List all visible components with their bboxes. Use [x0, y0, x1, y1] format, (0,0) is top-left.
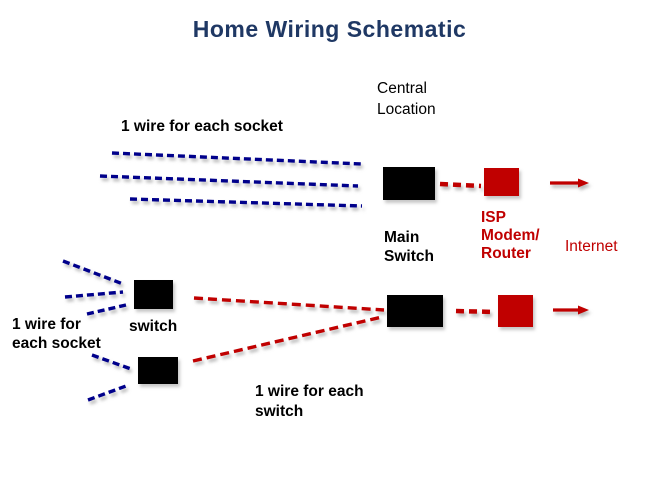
- main-to-isp-wire-top: [439, 181, 482, 189]
- isp-modem-router-label: ISP Modem/ Router: [481, 209, 540, 262]
- top-socket-wires-label: 1 wire for each socket: [121, 118, 283, 135]
- isp-modem-top-box: [484, 168, 519, 196]
- main-switch-bottom-box: [387, 295, 443, 327]
- socket-wire-1: [111, 151, 363, 166]
- switch-1-box: [134, 280, 173, 309]
- central-location-label: Central Location: [377, 80, 436, 118]
- main-switch-top-box: [383, 167, 435, 200]
- switch1-socket-wire-2: [64, 290, 124, 299]
- switch2-socket-wire-2: [87, 384, 127, 402]
- left-socket-wires-label: 1 wire for each socket: [12, 316, 101, 352]
- wire-each-switch-label: 1 wire for each switch: [255, 383, 364, 420]
- internet-label: Internet: [565, 238, 618, 255]
- socket-wire-3: [129, 197, 363, 208]
- switch-2-box: [138, 357, 178, 384]
- switch2-to-main-wire: [192, 315, 383, 363]
- switch1-socket-wire-1: [62, 259, 124, 286]
- page-title: Home Wiring Schematic: [192, 16, 467, 42]
- switch1-to-main-wire: [193, 296, 385, 312]
- socket-wire-2: [99, 174, 359, 188]
- main-to-isp-wire-bottom: [455, 308, 496, 315]
- switch2-socket-wire-1: [91, 353, 132, 371]
- isp-modem-bottom-box: [498, 295, 533, 327]
- switch-label: switch: [129, 318, 178, 335]
- switch1-socket-wire-3: [86, 303, 127, 316]
- main-switch-label: Main Switch: [384, 229, 434, 265]
